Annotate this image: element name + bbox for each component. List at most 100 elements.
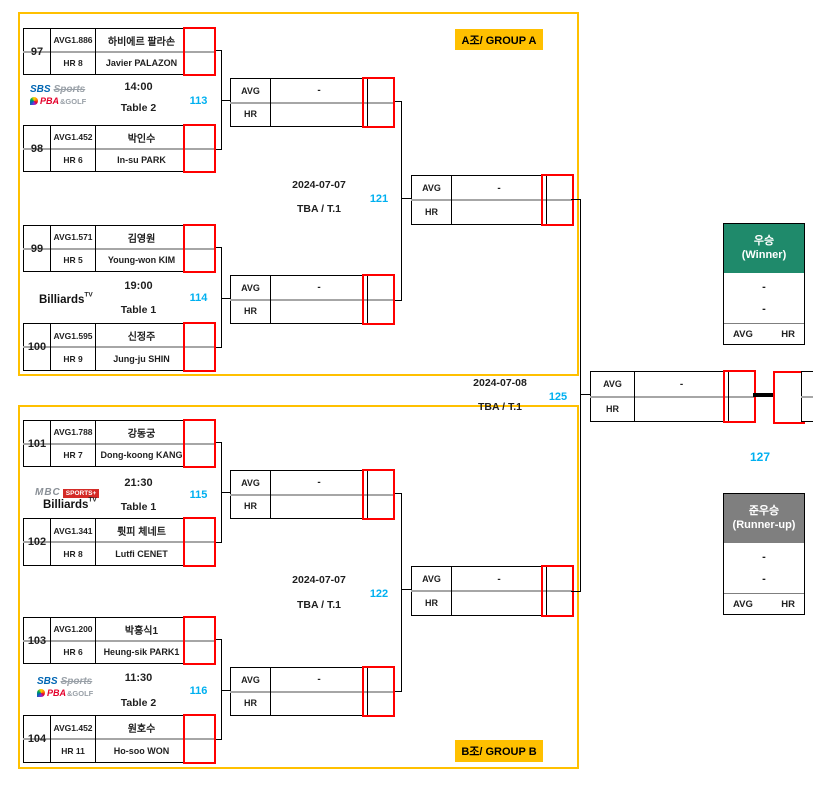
- mbc-text: MBC: [35, 487, 61, 498]
- player-name-kr: 하비에르 팔라손: [107, 36, 176, 48]
- pba-logo-text: PBA: [47, 687, 67, 698]
- winner-slot: [541, 174, 574, 226]
- winner-slot: [362, 274, 395, 325]
- player-name-en: Young-won KIM: [107, 254, 176, 265]
- player-box-97: 97 AVG1.886 HR 8 하비에르 팔라손 Javier PALAZON: [23, 27, 216, 76]
- player-hr: HR 8: [63, 548, 83, 559]
- divider: [411, 590, 573, 592]
- billiards-tv-logo: BilliardsTV: [39, 290, 93, 308]
- bracket-pair-103-104: [212, 639, 222, 740]
- billiards-tv-logo: BilliardsTV: [43, 495, 97, 513]
- winner-slot: [183, 714, 216, 764]
- player-name-en: Ho-soo WON: [113, 745, 170, 756]
- semifinal-box-121: AVG HR -: [411, 174, 574, 226]
- winner-slot: [183, 322, 216, 372]
- player-box-98: 98 AVG1.452 HR 6 박인수 In-su PARK: [23, 124, 216, 173]
- match-date: 2024-07-07: [292, 179, 346, 191]
- bracket-stub: [221, 100, 231, 101]
- player-hr: HR 6: [63, 154, 83, 165]
- group-b-label: B조/ GROUP B: [455, 740, 543, 762]
- player-box-102: 102 AVG1.341 HR 8 륏피 체네트 Lutfi CENET: [23, 517, 216, 567]
- player-name-kr: 원호수: [127, 724, 156, 735]
- billiards-text: Billiards: [43, 499, 89, 511]
- match-number: 113: [189, 95, 208, 107]
- avg-label: AVG: [241, 477, 260, 488]
- player-avg: AVG1.788: [53, 427, 93, 438]
- tv-superscript: TV: [88, 496, 97, 504]
- player-avg: AVG1.200: [53, 624, 93, 635]
- grand-final-connector: [753, 393, 773, 397]
- semifinal-box-122: AVG HR -: [411, 565, 574, 617]
- match-venue: TBA / T.1: [478, 401, 522, 413]
- bracket-pair-99-100: [212, 247, 222, 348]
- winner-name-line: -: [762, 281, 766, 293]
- final-box-125: AVG HR -: [590, 370, 756, 423]
- hr-value: [452, 591, 546, 615]
- bracket-stub: [221, 690, 231, 691]
- bracket-semi-a: [392, 101, 402, 301]
- sbs-sports-text: Sports: [60, 676, 93, 687]
- match-result-box-113: AVG HR -: [230, 77, 395, 128]
- player-seed: 97: [24, 29, 51, 74]
- divider: [23, 50, 215, 53]
- divider: [230, 493, 394, 496]
- winner-title-kr: 우승: [753, 234, 775, 247]
- group-a-label: A조/ GROUP A: [455, 29, 543, 50]
- player-name-en: Dong-koong KANG: [100, 449, 183, 460]
- avg-label: AVG: [241, 85, 260, 96]
- hr-value: [271, 692, 367, 716]
- player-name-kr: 박홍식1: [124, 625, 159, 637]
- hr-label: HR: [425, 207, 438, 217]
- avg-value: -: [317, 85, 321, 97]
- match-number: 114: [189, 292, 208, 304]
- match-result-box-115: AVG HR -: [230, 469, 395, 520]
- divider: [23, 147, 215, 150]
- divider: [23, 346, 215, 348]
- runner-up-box: 준우승 (Runner-up) - - AVG HR: [723, 493, 805, 615]
- runner-up-title-en: (Runner-up): [732, 518, 796, 531]
- divider: [23, 639, 215, 642]
- winner-header: 우승 (Winner): [724, 224, 804, 273]
- hr-label: HR: [781, 598, 795, 610]
- match-date: 2024-07-07: [292, 574, 346, 586]
- avg-value: -: [317, 477, 321, 489]
- player-hr: HR 6: [63, 646, 83, 657]
- player-avg: AVG1.452: [53, 722, 93, 733]
- tv-superscript: TV: [84, 291, 93, 299]
- hr-value: [452, 200, 546, 224]
- hr-label: HR: [606, 403, 619, 414]
- avg-value: -: [497, 182, 501, 194]
- divider: [23, 541, 215, 543]
- player-seed: 99: [24, 226, 51, 271]
- match-date: 2024-07-08: [473, 377, 527, 389]
- match-venue: TBA / T.1: [297, 599, 341, 611]
- match-number: 125: [548, 391, 568, 403]
- divider: [230, 298, 394, 301]
- player-avg: AVG1.341: [53, 525, 93, 536]
- winner-slot: [773, 371, 805, 424]
- player-hr: HR 11: [61, 745, 85, 756]
- player-avg: AVG1.886: [53, 35, 93, 46]
- hr-value: [271, 300, 367, 324]
- runner-up-stat-line: -: [762, 573, 766, 585]
- sbs-logo-text: SBS: [37, 676, 58, 687]
- player-seed: 102: [24, 519, 51, 565]
- avg-value: -: [317, 282, 321, 294]
- golf-logo-text: &GOLF: [60, 96, 87, 106]
- bracket-final: [571, 199, 581, 592]
- group-a-box: [18, 12, 579, 376]
- player-name-kr: 륏피 체네트: [117, 527, 166, 538]
- player-seed: 103: [24, 618, 51, 663]
- winner-box: 우승 (Winner) - - AVG HR: [723, 223, 805, 345]
- player-box-104: 104 AVG1.452 HR 11 원호수 Ho-soo WON: [23, 714, 216, 764]
- player-avg: AVG1.595: [53, 330, 93, 341]
- winner-slot: [362, 666, 395, 717]
- avg-label: AVG: [422, 574, 441, 584]
- match-result-box-114: AVG HR -: [230, 274, 395, 325]
- player-name-en: Jung-ju SHIN: [113, 353, 170, 364]
- player-hr: HR 7: [63, 449, 83, 460]
- sbs-sports-text: Sports: [53, 84, 86, 95]
- hr-label: HR: [244, 698, 257, 709]
